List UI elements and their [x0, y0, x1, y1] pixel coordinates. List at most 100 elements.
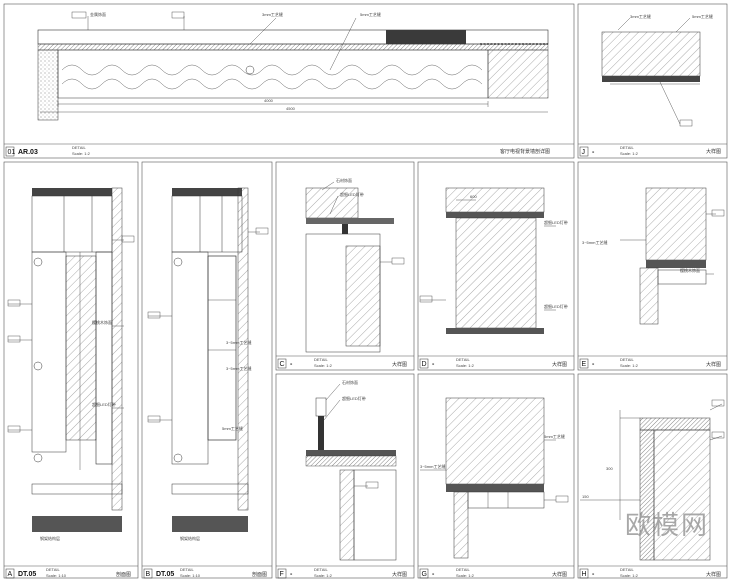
- panel-d-detail: DETAIL: [456, 357, 470, 362]
- callout-tag-icon: [171, 11, 185, 19]
- panel-d-title: 大样图: [552, 361, 567, 368]
- panel-j-title: 大样图: [706, 148, 721, 155]
- callout-text-eb: 樱桃木饰面: [680, 267, 700, 273]
- panel-f-ref: -: [290, 571, 293, 578]
- panel-e-title: 大样图: [706, 361, 721, 368]
- panel-a-detail: DETAIL: [46, 567, 60, 572]
- callout-text-01a: 金属饰面: [90, 11, 106, 17]
- panel-d-id: D: [422, 361, 427, 368]
- panel-e-detail: DETAIL: [620, 357, 634, 362]
- panel-a-title: 剖面图: [116, 571, 131, 578]
- panel-c: 石材饰面 超细LED灯带 C - DETAIL Scale: 1:2 大样图: [275, 161, 415, 371]
- callout-text-db: 超细LED灯带: [544, 303, 568, 309]
- panel-c-ref: -: [290, 361, 293, 368]
- callout-text-bd: 钢架结构层: [180, 535, 200, 541]
- callout-tag-icon: [7, 335, 21, 343]
- panel-h-detail: DETAIL: [620, 567, 634, 572]
- dim-h-150: 150: [582, 494, 589, 499]
- detail-marker-icon: [33, 453, 43, 463]
- detail-marker-icon: [33, 361, 43, 371]
- callout-text-01c: 5mm工艺缝: [360, 11, 381, 17]
- panel-01-ref: AR.03: [18, 149, 38, 156]
- panel-b-id: B: [146, 571, 151, 578]
- panel-f-scale: Scale: 1:2: [314, 573, 333, 578]
- panel-h-id: H: [582, 571, 587, 578]
- callout-text-da: 超细LED灯带: [544, 219, 568, 225]
- callout-text-bc: 5mm工艺缝: [222, 425, 243, 431]
- callout-tag-icon: [7, 299, 21, 307]
- callout-text-fa: 石材饰面: [342, 379, 358, 385]
- callout-text-ga: 5mm工艺缝: [544, 433, 565, 439]
- panel-j: 3mm工艺缝 5mm工艺缝 J - DETAIL Scale: 1:2 大样图: [577, 3, 728, 159]
- panel-g: 5mm工艺缝 3~5mm工艺缝 G - DETAIL Scale: 1:2 大样…: [417, 373, 575, 579]
- panel-f: 石材饰面 超细LED灯带 F - DETAIL Scale: 1:2 大样图: [275, 373, 415, 579]
- panel-j-id: J: [582, 149, 586, 156]
- panel-a-scale: Scale: 1:10: [46, 573, 67, 578]
- callout-tag-icon: [255, 227, 269, 235]
- panel-01-id: 01: [8, 149, 16, 156]
- panel-h-ref: -: [592, 571, 595, 578]
- callout-tag-icon: [419, 295, 433, 303]
- panel-b: 3~5mm工艺缝 3~5mm工艺缝 5mm工艺缝 钢架结构层 B DT.05 D…: [141, 161, 273, 579]
- callout-tag-icon: [711, 209, 725, 217]
- callout-tag-icon: [711, 431, 725, 439]
- callout-text-ca: 石材饰面: [336, 177, 352, 183]
- panel-01-title: 客厅电视背景墙剖详图: [500, 148, 550, 155]
- callout-text-jb: 5mm工艺缝: [692, 13, 713, 19]
- callout-text-ac: 钢架结构层: [40, 535, 60, 541]
- callout-tag-icon: [711, 399, 725, 407]
- panel-01: 4000 4500 金属饰面 3mm工艺缝 5mm工艺缝 01 AR.03 DE…: [3, 3, 575, 159]
- panel-h-scale: Scale: 1:2: [620, 573, 639, 578]
- panel-g-title: 大样图: [552, 571, 567, 578]
- callout-text-ja: 3mm工艺缝: [630, 13, 651, 19]
- dim-long: 4000: [264, 98, 274, 103]
- callout-tag-icon: [555, 495, 569, 503]
- panel-f-detail: DETAIL: [314, 567, 328, 572]
- detail-marker-icon: [33, 257, 43, 267]
- callout-text-gb: 3~5mm工艺缝: [420, 463, 445, 469]
- panel-c-title: 大样图: [392, 361, 407, 368]
- callout-tag-icon: [147, 311, 161, 319]
- panel-01-detail: DETAIL: [72, 145, 86, 150]
- dim-h-300: 300: [606, 466, 613, 471]
- panel-01-scale: Scale: 1:2: [72, 151, 91, 156]
- callout-tag-icon: [71, 11, 87, 19]
- callout-tag-icon: [121, 235, 135, 243]
- callout-text-ba: 3~5mm工艺缝: [226, 339, 251, 345]
- panel-d-scale: Scale: 1:2: [456, 363, 475, 368]
- detail-marker-icon: [173, 453, 183, 463]
- panel-e-id: E: [582, 361, 587, 368]
- section-marker-icon: [245, 65, 255, 75]
- panel-e-ref: -: [592, 361, 595, 368]
- panel-j-scale: Scale: 1:2: [620, 151, 639, 156]
- panel-c-detail: DETAIL: [314, 357, 328, 362]
- panel-h-title: 大样图: [706, 571, 721, 578]
- panel-b-ref: DT.05: [156, 571, 174, 578]
- panel-c-scale: Scale: 1:2: [314, 363, 333, 368]
- callout-tag-icon: [147, 415, 161, 423]
- watermark-logo: 欧模网: [624, 511, 709, 541]
- panel-b-title: 剖面图: [252, 571, 267, 578]
- panel-b-scale: Scale: 1:10: [180, 573, 201, 578]
- panel-g-id: G: [422, 571, 427, 578]
- callout-tag-icon: [679, 119, 693, 127]
- callout-text-cb: 超细LED灯带: [340, 191, 364, 197]
- panel-e-scale: Scale: 1:2: [620, 363, 639, 368]
- panel-f-id: F: [280, 571, 284, 578]
- callout-tag-icon: [7, 425, 21, 433]
- panel-g-detail: DETAIL: [456, 567, 470, 572]
- panel-g-scale: Scale: 1:2: [456, 573, 475, 578]
- panel-a: 樱桃木饰面 超细LED灯带 钢架结构层 A DT.05 DETAIL Scale…: [3, 161, 139, 579]
- dim-sub: 4500: [286, 106, 296, 111]
- panel-d: 600 超细LED灯带 超细LED灯带 D - DETAIL Scale: 1:…: [417, 161, 575, 371]
- callout-tag-icon: [391, 257, 405, 265]
- callout-text-ab: 超细LED灯带: [92, 401, 116, 407]
- panel-j-detail: DETAIL: [620, 145, 634, 150]
- panel-e: 3~5mm工艺缝 樱桃木饰面 E - DETAIL Scale: 1:2 大样图: [577, 161, 728, 371]
- panel-c-id: C: [280, 361, 285, 368]
- callout-tag-icon: [365, 481, 379, 489]
- panel-a-ref: DT.05: [18, 571, 36, 578]
- callout-text-ea: 3~5mm工艺缝: [582, 239, 607, 245]
- panel-b-detail: DETAIL: [180, 567, 194, 572]
